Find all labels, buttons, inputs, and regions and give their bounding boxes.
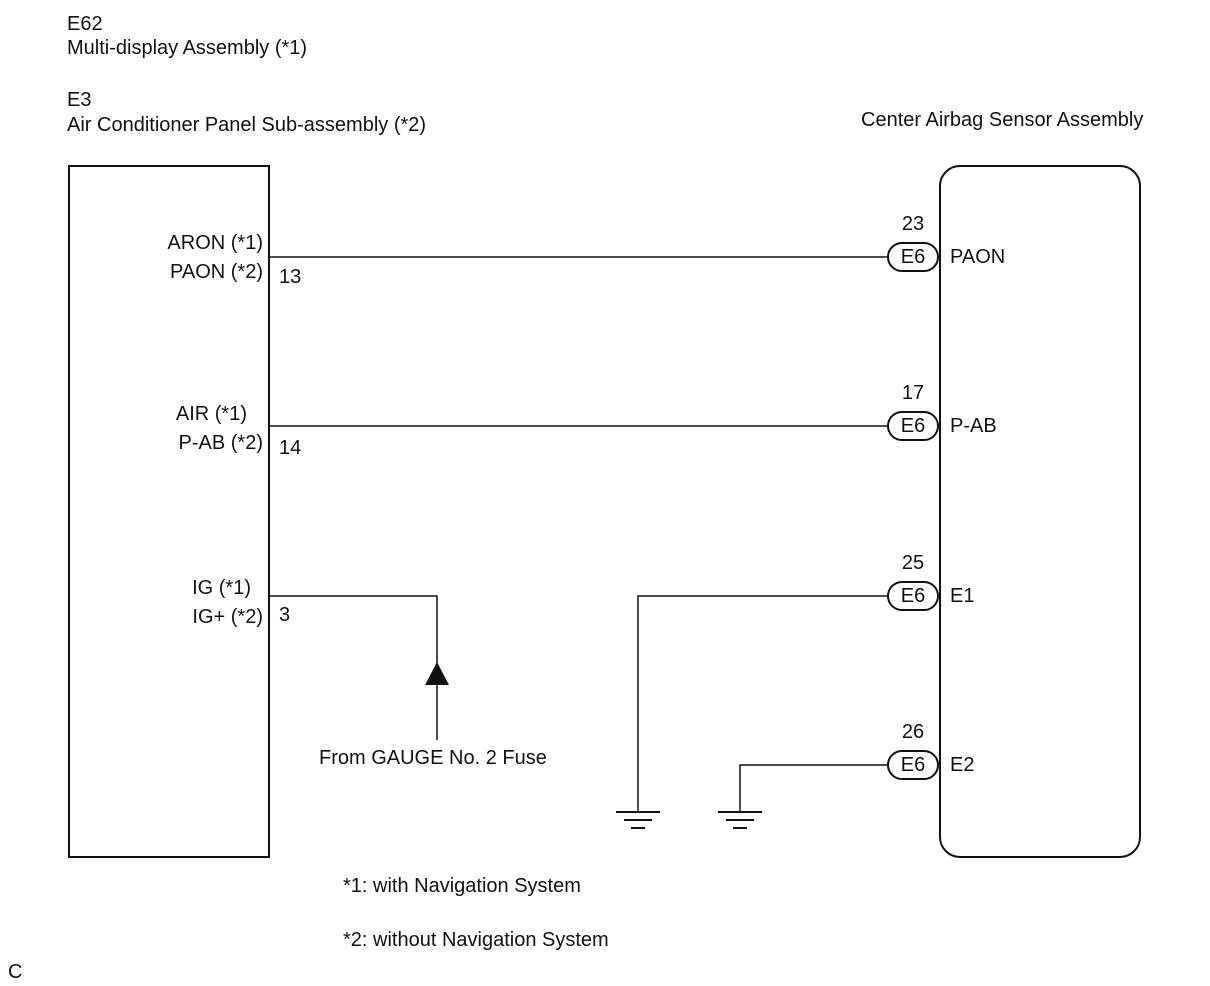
left-terminal-pin: 3 — [279, 604, 291, 626]
left-terminal-label: IG+ (*2) — [192, 606, 263, 628]
left-component-id-2: E3 — [67, 89, 92, 111]
arrow-up-icon — [425, 662, 449, 685]
right-terminal-pin: 25 — [901, 552, 925, 574]
connector-badge: E6 — [887, 411, 939, 441]
left-terminal-label: IG (*1) — [192, 577, 251, 599]
connector-badge: E6 — [887, 242, 939, 272]
left-component-name-1: Multi-display Assembly (*1) — [67, 37, 308, 59]
right-terminal-pin: 26 — [901, 721, 925, 743]
wire-e1 — [637, 595, 888, 812]
left-terminal-pin: 13 — [279, 266, 302, 288]
left-component-name-2: Air Conditioner Panel Sub-assembly (*2) — [67, 114, 427, 136]
corner-mark: C — [8, 961, 23, 983]
right-terminal-pin: 23 — [901, 213, 925, 235]
left-component-box — [68, 165, 270, 858]
left-terminal-label: PAON (*2) — [170, 261, 263, 283]
connector-badge: E6 — [887, 581, 939, 611]
right-component-name: Center Airbag Sensor Assembly — [861, 109, 1144, 131]
right-terminal-label: P-AB — [950, 415, 997, 437]
left-component-id-1: E62 — [67, 13, 103, 35]
right-terminal-pin: 17 — [901, 382, 925, 404]
connector-badge: E6 — [887, 750, 939, 780]
right-terminal-label: PAON — [950, 246, 1006, 268]
ground-icon-e2 — [718, 811, 762, 829]
left-terminal-label: ARON (*1) — [167, 232, 263, 254]
left-terminal-pin: 14 — [279, 437, 302, 459]
note-2: *2: without Navigation System — [343, 929, 609, 951]
fuse-label: From GAUGE No. 2 Fuse — [319, 747, 547, 769]
right-component-box — [939, 165, 1141, 858]
right-terminal-label: E1 — [950, 585, 975, 607]
left-terminal-label: P-AB (*2) — [178, 432, 263, 454]
left-terminal-label: AIR (*1) — [175, 403, 247, 425]
ground-icon-e1 — [616, 811, 660, 829]
wire-e2 — [739, 764, 888, 812]
note-1: *1: with Navigation System — [343, 875, 581, 897]
right-terminal-label: E2 — [950, 754, 975, 776]
wire-ig — [269, 595, 438, 740]
